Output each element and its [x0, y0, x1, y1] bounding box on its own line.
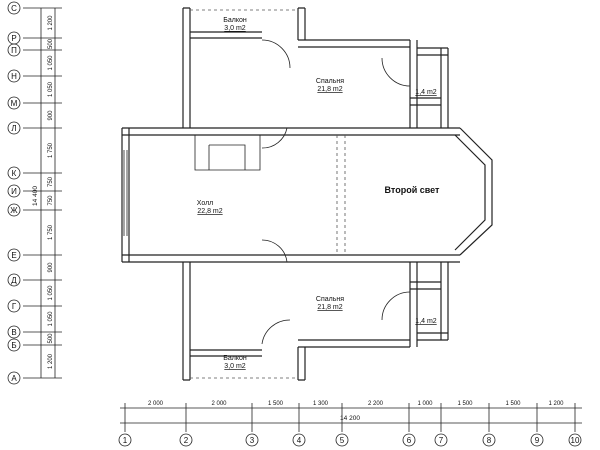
v-axis-label: Н — [11, 72, 17, 81]
v-axis-bubble — [7, 184, 21, 198]
h-axis-label: 10 — [571, 436, 580, 445]
balcony-bottom-name: Балкон — [223, 355, 247, 362]
h-axis-bubble — [179, 433, 193, 447]
v-axis-label: П — [11, 46, 17, 55]
vertical-total-dim: 14 400 — [32, 186, 39, 206]
v-dim-label: 1 750 — [48, 224, 54, 240]
h-dim-label: 2 000 — [211, 401, 227, 407]
v-axis-bubble — [7, 299, 21, 313]
bedroom-top-name: Спальня — [316, 78, 344, 85]
balcony-top-name: Балкон — [223, 17, 247, 24]
v-axis-bubble — [7, 69, 21, 83]
v-axis-label: Д — [11, 276, 17, 285]
v-dim-label: 750 — [48, 195, 54, 206]
horizontal-axis-marks: 1 2 3 4 5 6 7 8 9 10 2 000 2 000 1 500 1 300 2 200 1 00… — [118, 401, 582, 447]
v-axis-label: Ж — [10, 206, 18, 215]
vertical-axis: 14 400 С РП Н М Л КИ Ж Е Д Г ВБ А 1 200 500 1 050 1 050… — [7, 1, 62, 385]
h-axis-label: 3 — [250, 436, 255, 445]
v-axis-bubble — [7, 1, 21, 15]
v-axis-label: В — [11, 328, 16, 337]
v-axis-label: Б — [11, 341, 16, 350]
v-axis-label: И — [11, 187, 17, 196]
balcony-top-area: 3,0 m2 — [224, 25, 246, 32]
h-axis-label: 8 — [487, 436, 492, 445]
v-axis-bubble — [7, 43, 21, 57]
v-dim-label: 1 050 — [48, 55, 54, 71]
v-dim-label: 900 — [48, 110, 54, 121]
v-dim-label: 1 050 — [48, 311, 54, 327]
h-dim-label: 1 200 — [548, 401, 564, 407]
hall-name: Холл — [197, 200, 214, 207]
h-axis-bubble — [568, 433, 582, 447]
v-axis-label: Г — [12, 302, 17, 311]
v-dim-label: 1 200 — [48, 353, 54, 369]
v-dim-label: 1 750 — [48, 142, 54, 158]
h-dim-label: 1 000 — [417, 401, 433, 407]
h-axis-label: 6 — [407, 436, 412, 445]
balcony-bottom-area: 3,0 m2 — [224, 363, 246, 370]
v-axis-bubble — [7, 248, 21, 262]
h-axis-bubble — [245, 433, 259, 447]
v-axis-label: Л — [11, 124, 16, 133]
v-axis-bubble — [7, 203, 21, 217]
h-axis-label: 5 — [340, 436, 345, 445]
h-axis-label: 9 — [535, 436, 540, 445]
h-axis-label: 2 — [184, 436, 189, 445]
v-axis-label: С — [11, 4, 17, 13]
bedroom-bottom-area: 21,8 m2 — [317, 304, 342, 311]
v-axis-label: М — [11, 99, 18, 108]
h-axis-label: 4 — [297, 436, 302, 445]
h-axis-bubble — [530, 433, 544, 447]
v-dim-label: 900 — [48, 262, 54, 273]
v-axis-bubble — [7, 338, 21, 352]
h-axis-bubble — [402, 433, 416, 447]
v-dim-label: 1 050 — [48, 285, 54, 301]
vertical-axis-marks: С РП Н М Л КИ Ж Е Д Г ВБ А 1 200 500 1 050 1 050 900 1 75… — [7, 1, 62, 385]
bedroom-top-area: 21,8 m2 — [317, 86, 342, 93]
h-dim-label: 1 500 — [268, 401, 284, 407]
bath-bottom-area: 1,4 m2 — [415, 318, 437, 325]
v-axis-bubble — [7, 371, 21, 385]
v-axis-bubble — [7, 96, 21, 110]
h-axis-label: 1 — [123, 436, 128, 445]
h-axis-bubble — [292, 433, 306, 447]
v-axis-label: Р — [11, 34, 16, 43]
h-dim-label: 1 500 — [457, 401, 473, 407]
v-axis-bubble — [7, 273, 21, 287]
v-axis-label: Е — [11, 251, 16, 260]
h-axis-bubble — [482, 433, 496, 447]
v-dim-label: 500 — [48, 38, 54, 49]
v-dim-label: 1 050 — [48, 81, 54, 97]
v-dim-label: 1 200 — [48, 15, 54, 31]
h-dim-label: 2 000 — [148, 401, 164, 407]
bedroom-bottom-name: Спальня — [316, 296, 344, 303]
horizontal-total-dim: 14 200 — [340, 415, 360, 422]
h-axis-bubble — [335, 433, 349, 447]
second-light-name: Второй свет — [385, 185, 441, 195]
v-axis-bubble — [7, 325, 21, 339]
h-dim-label: 1 300 — [313, 401, 329, 407]
v-axis-label: А — [11, 374, 17, 383]
h-dim-label: 1 500 — [505, 401, 521, 407]
h-axis-bubble — [118, 433, 132, 447]
v-dim-label: 750 — [48, 176, 54, 187]
h-axis-bubble — [434, 433, 448, 447]
v-axis-bubble — [7, 121, 21, 135]
horizontal-axis: 14 200 1 2 3 4 5 6 7 8 9 10 2 000 2 000 1 500 1 300 2 … — [118, 401, 582, 447]
h-axis-label: 7 — [439, 436, 444, 445]
v-axis-bubble — [7, 166, 21, 180]
h-dim-label: 2 200 — [368, 401, 384, 407]
bath-top-area: 1,4 m2 — [415, 89, 437, 96]
walls — [121, 7, 493, 381]
v-dim-label: 500 — [48, 333, 54, 344]
hall-area: 22,8 m2 — [197, 208, 222, 215]
v-axis-label: К — [12, 169, 17, 178]
room-labels: Балкон 3,0 m2 Спальня 21,8 m2 1,4 m2 Хол… — [197, 17, 440, 370]
